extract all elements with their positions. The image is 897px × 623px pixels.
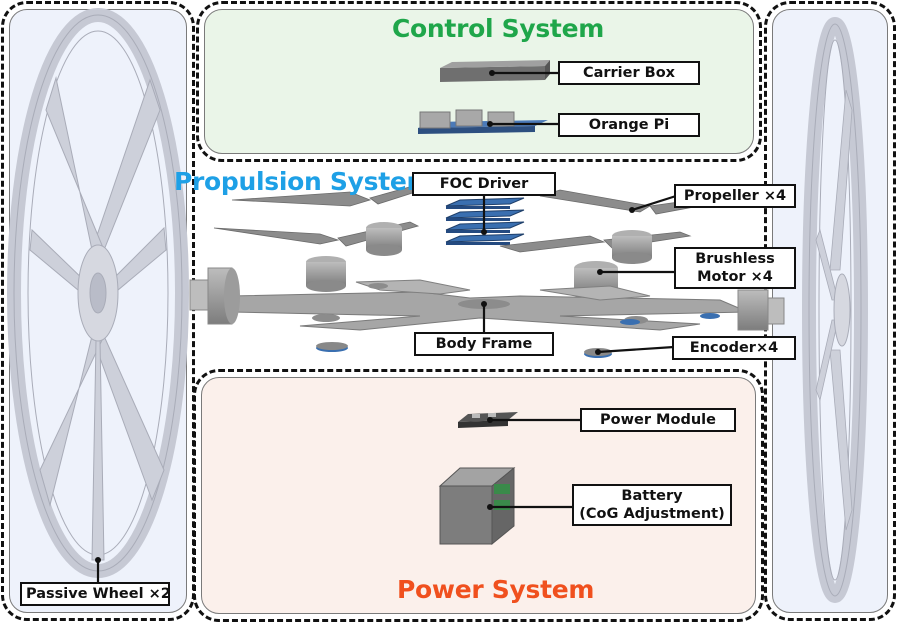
battery-label-line2: (CoG Adjustment) [579,506,725,522]
passive-wheel-right [802,17,868,603]
passive-wheel-label: Passive Wheel ×2 [20,582,171,606]
propeller-label: Propeller ×4 [674,184,796,208]
power-system-title: Power System [397,575,595,604]
brushless-motor-label-line2: Motor ×4 [697,269,773,285]
encoders-part [316,313,720,358]
brushless-motor-label: Brushless Motor ×4 [674,247,796,289]
orange-pi-label: Orange Pi [558,113,700,137]
brushless-motor-label-line1: Brushless [695,251,775,267]
leader-dots [95,70,635,563]
control-system-title: Control System [392,14,604,43]
battery-label-line1: Battery [621,488,683,504]
battery-label: Battery (CoG Adjustment) [572,484,732,526]
power-module-label: Power Module [580,408,736,432]
body-frame-part [229,279,749,331]
propulsion-system-title: Propulsion System [174,167,433,196]
orange-pi-part [418,109,548,134]
passive-wheel-left [7,8,189,578]
foc-driver-label: FOC Driver [412,172,556,196]
encoder-label: Encoder×4 [672,336,796,360]
carrier-box-label: Carrier Box [558,61,700,85]
carrier-box-part [440,60,550,82]
leader-lines [96,71,677,582]
side-hubs-part [189,267,785,331]
body-frame-label: Body Frame [414,332,554,356]
